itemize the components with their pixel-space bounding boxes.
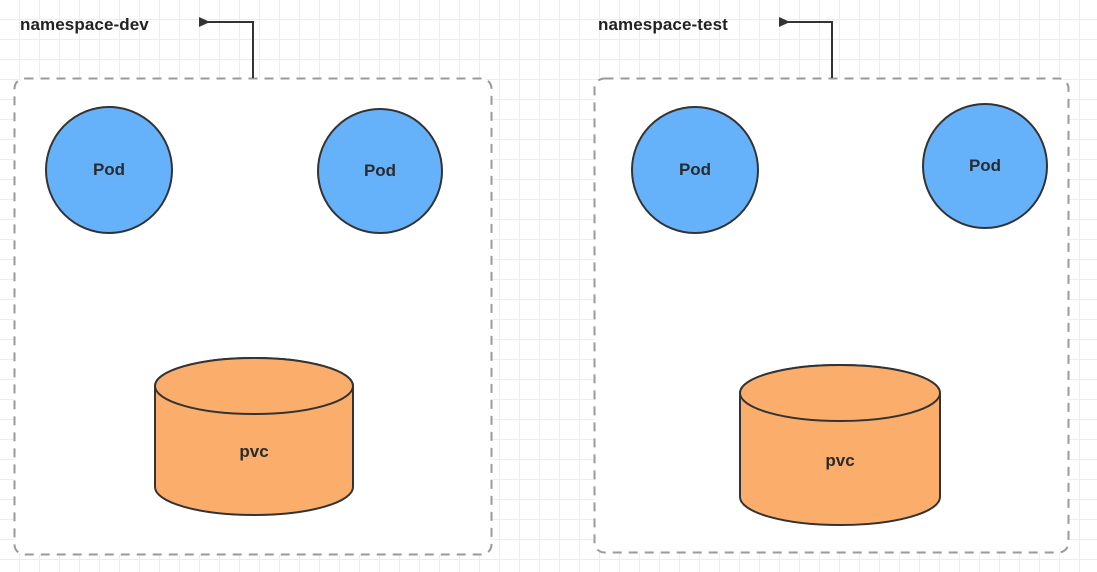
pvc-shape-namespace-test-0[interactable] xyxy=(739,364,941,526)
pod-shape-namespace-dev-0[interactable] xyxy=(45,106,173,234)
pvc-top-ellipse xyxy=(739,364,941,422)
namespace-label-namespace-test: namespace-test xyxy=(598,15,728,34)
pod-shape-namespace-dev-1[interactable] xyxy=(317,108,443,234)
pod-shape-namespace-test-0[interactable] xyxy=(631,106,759,234)
namespace-label-connector-namespace-dev xyxy=(199,17,254,78)
namespace-label-connector-namespace-test xyxy=(779,17,833,78)
pvc-top-ellipse xyxy=(154,357,354,415)
pvc-shape-namespace-dev-0[interactable] xyxy=(154,357,354,516)
pod-shape-namespace-test-1[interactable] xyxy=(922,103,1048,229)
namespace-label-namespace-dev: namespace-dev xyxy=(20,15,149,34)
